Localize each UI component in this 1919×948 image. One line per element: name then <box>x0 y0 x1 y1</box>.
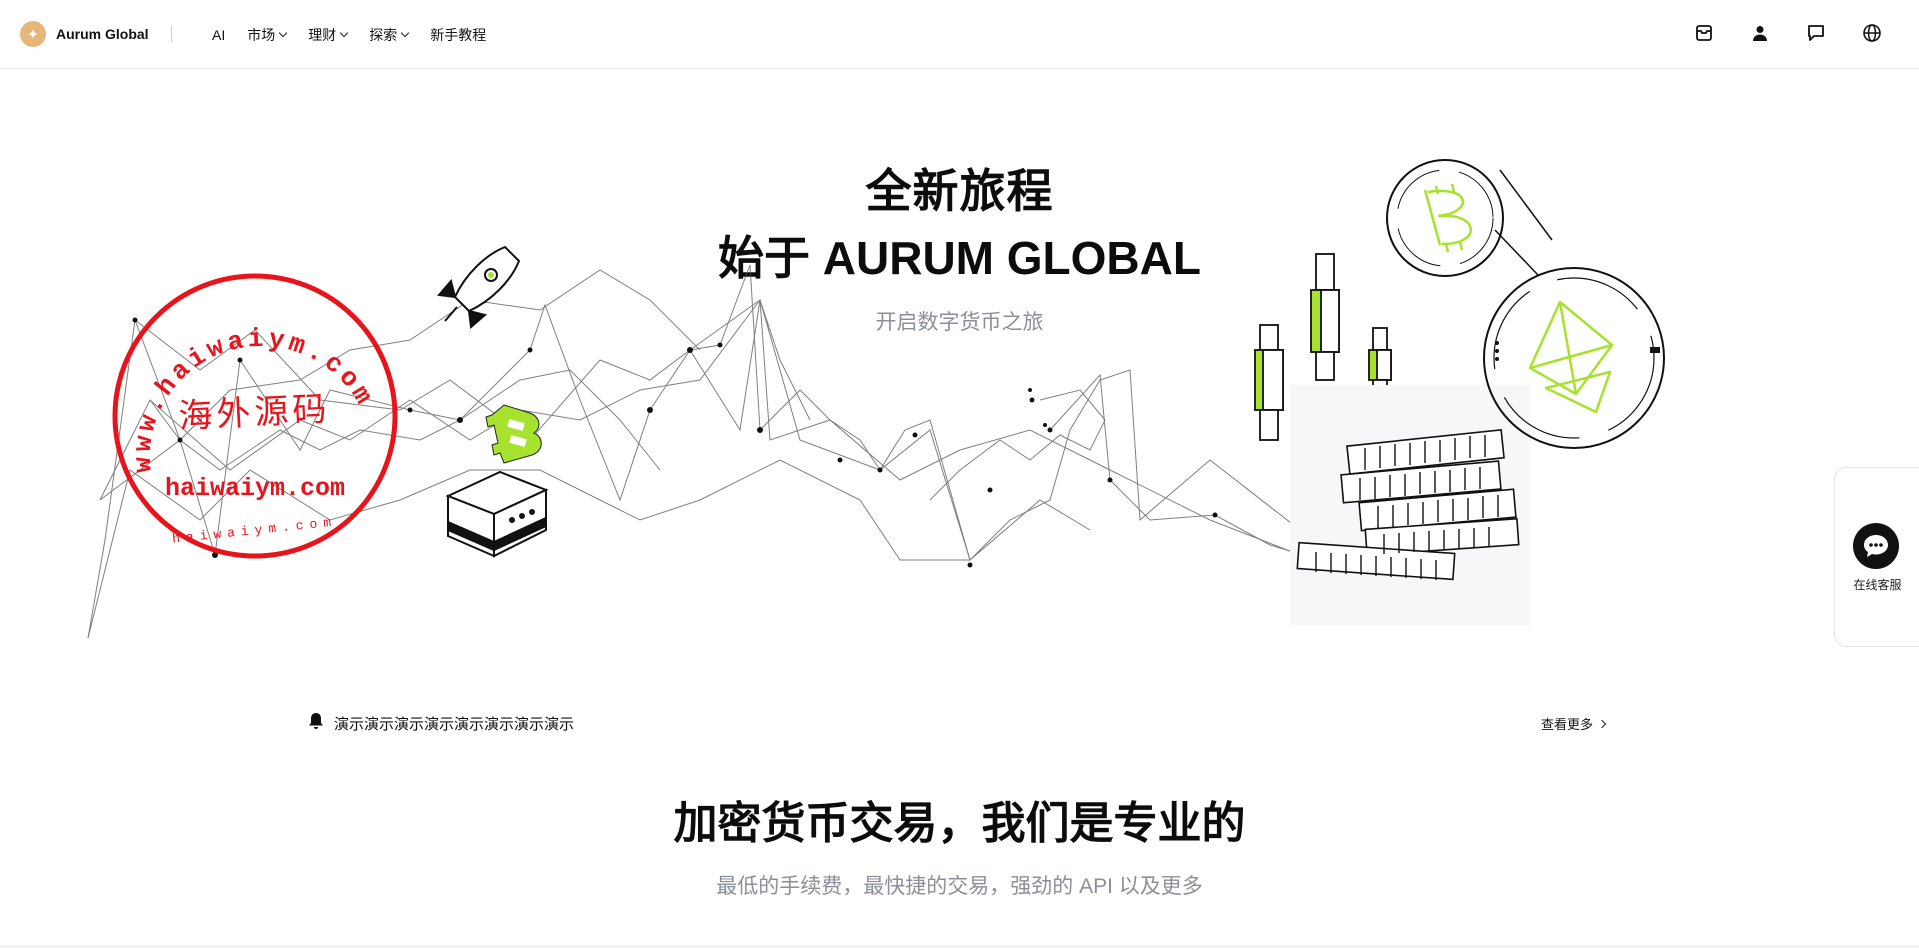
brand[interactable]: ✦ Aurum Global <box>20 21 172 47</box>
watermark-lower-text: haiwaiym.com <box>165 474 345 503</box>
section-divider <box>0 945 1919 948</box>
bitcoin-coin-icon <box>1386 159 1553 277</box>
top-navigation-bar: ✦ Aurum Global AI 市场 理财 探索 新手教程 <box>0 0 1919 69</box>
rocket-icon <box>437 245 521 329</box>
chevron-down-icon <box>278 28 288 38</box>
online-support-widget[interactable]: 在线客服 <box>1834 467 1919 647</box>
announcement-bar[interactable]: 演示演示演示演示演示演示演示演示 <box>308 712 574 734</box>
network-mesh <box>87 264 1401 639</box>
hero-title-line1: 全新旅程 <box>865 165 1054 217</box>
hero-illustration <box>87 159 1665 639</box>
nav-item-ai[interactable]: AI <box>212 27 226 43</box>
candlestick-icon <box>1254 253 1392 441</box>
view-more-link[interactable]: 查看更多 <box>1541 714 1607 733</box>
bitcoin-icon <box>485 404 542 464</box>
user-icon[interactable] <box>1749 22 1771 44</box>
chevron-right-icon <box>1597 719 1607 728</box>
globe-icon[interactable] <box>1861 22 1883 44</box>
server-box-icon <box>445 470 549 558</box>
ethereum-icon <box>1483 267 1665 449</box>
inbox-icon[interactable] <box>1693 22 1715 44</box>
section-title: 加密货币交易，我们是专业的 <box>673 799 1246 848</box>
chat-bubble-icon[interactable] <box>1853 523 1899 569</box>
brand-logo-icon: ✦ <box>20 21 46 47</box>
watermark-center-text: 海外源码 <box>177 389 331 437</box>
main-nav: AI 市场 理财 探索 新手教程 <box>212 25 486 45</box>
watermark-stamp: www.haiwaiym.com 海外源码 haiwaiym.com haiwa… <box>112 273 398 559</box>
header-actions <box>1693 22 1883 44</box>
section-subtitle: 最低的手续费，最快捷的交易，强劲的 API 以及更多 <box>716 875 1203 898</box>
nav-item-tutorial[interactable]: 新手教程 <box>430 27 487 43</box>
brand-divider <box>170 26 172 42</box>
brand-name: Aurum Global <box>56 26 149 42</box>
chevron-down-icon <box>400 28 410 38</box>
coin-stack-ridges <box>1315 435 1499 580</box>
hero-subtitle: 开启数字货币之旅 <box>875 311 1044 334</box>
message-icon[interactable] <box>1805 22 1827 44</box>
mesh-nodes <box>132 317 1323 568</box>
bell-icon <box>308 712 324 734</box>
support-label: 在线客服 <box>1853 578 1902 592</box>
nav-item-finance[interactable]: 理财 <box>308 25 349 45</box>
announcement-text: 演示演示演示演示演示演示演示演示 <box>334 715 575 733</box>
nav-item-explore[interactable]: 探索 <box>369 25 410 45</box>
nav-item-market[interactable]: 市场 <box>247 25 288 45</box>
chevron-down-icon <box>339 28 349 38</box>
hero-title-line2: 始于 AURUM GLOBAL <box>718 232 1201 284</box>
